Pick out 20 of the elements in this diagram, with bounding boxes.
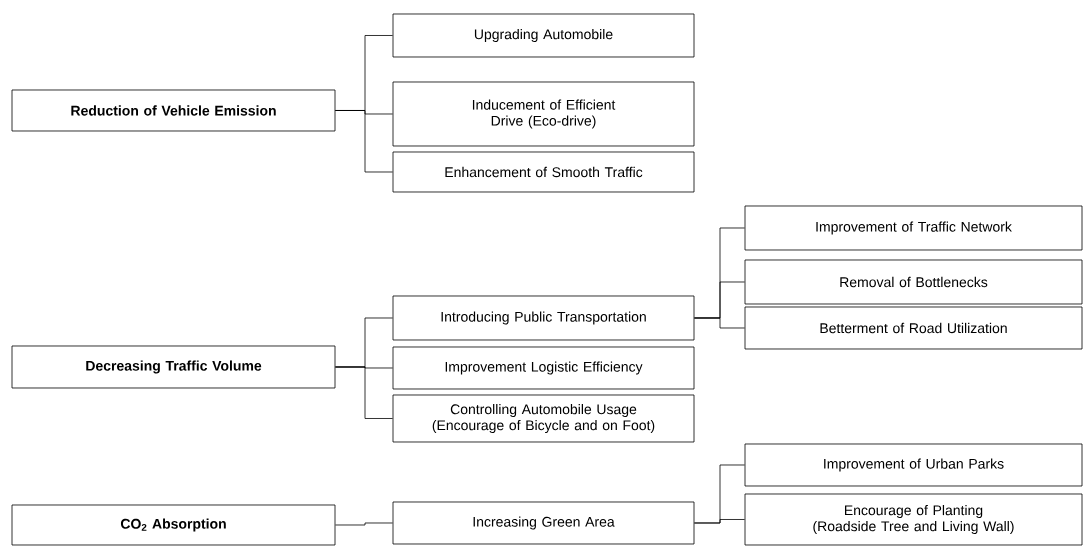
category-box: Decreasing Traffic Volume [11, 345, 336, 389]
category-box: Reduction of Vehicle Emission [11, 89, 336, 132]
connector-line [335, 522, 393, 526]
measure-box: Inducement of Efficient Drive (Eco-drive) [392, 81, 695, 147]
measure-box: Enhancement of Smooth Traffic [392, 151, 695, 193]
connector-line [694, 317, 745, 329]
measure-box: Controlling Automobile Usage (Encourage of Bicycle and on Foot) [392, 394, 695, 443]
measure-box: Improvement of Traffic Network [744, 205, 1083, 251]
measure-box: Improvement of Urban Parks [744, 443, 1083, 487]
measure-box: Removal of Bottlenecks [744, 259, 1083, 305]
connector-line [694, 519, 745, 524]
measure-box: Increasing Green Area [392, 501, 695, 545]
measure-box: Encourage of Planting (Roadside Tree and Living Wall) [744, 493, 1083, 546]
category-box: CO$_{2}$ Absorption [11, 504, 336, 546]
connector-line [335, 110, 393, 173]
measure-box: Betterment of Road Utilization [744, 306, 1083, 350]
measure-box: Improvement Logistic Efficiency [392, 346, 695, 390]
connector-line [335, 366, 393, 419]
measure-box: Introducing Public Transportation [392, 295, 695, 341]
measure-box: Upgrading Automobile [392, 13, 695, 58]
